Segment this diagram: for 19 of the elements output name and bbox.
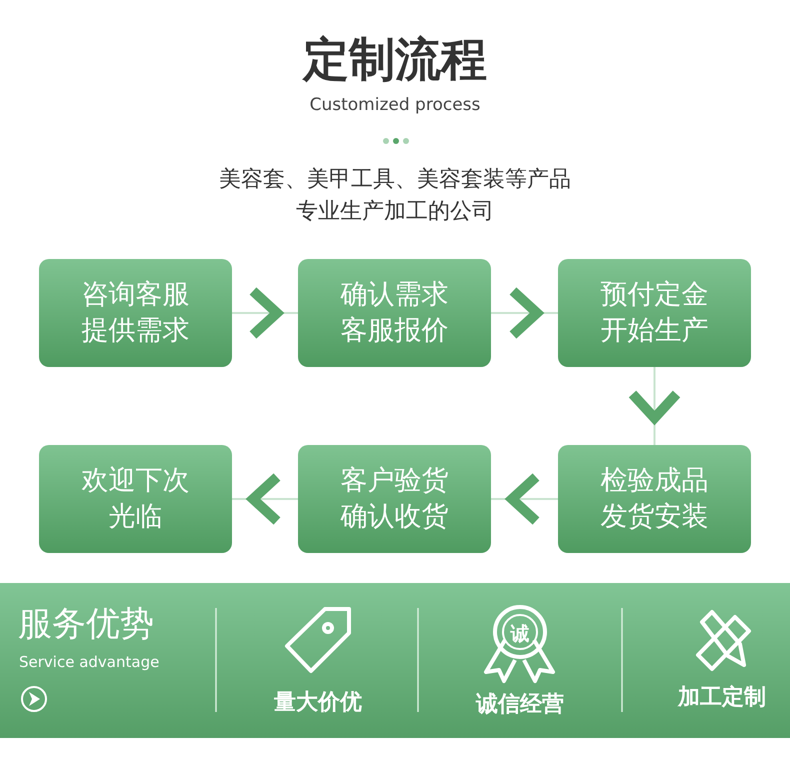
chevron-arrow [491, 472, 558, 526]
chevron-arrow [232, 472, 298, 526]
step-box: 客户验货确认收货 [298, 445, 491, 553]
chevron-arrow [628, 367, 682, 445]
subtitle: Customized process [308, 94, 482, 116]
feature-label: 量大价优 [273, 689, 363, 717]
section-heading: 服务优势 [18, 603, 154, 646]
step-box: 确认需求客服报价 [298, 259, 491, 367]
intro-text: 美容套、美甲工具、美容套装等产品专业生产加工的公司 [218, 166, 572, 226]
section-subheading: Service advantage [19, 652, 160, 672]
step-box: 欢迎下次光临 [39, 445, 232, 553]
step-box: 检验成品发货安装 [558, 445, 751, 553]
feature-label: 加工定制 [676, 684, 767, 712]
step-box: 预付定金开始生产 [558, 259, 751, 367]
feature-label: 诚信经营 [474, 691, 565, 719]
chevron-arrow [232, 286, 298, 340]
page-title: 定制流程 [301, 31, 488, 88]
chevron-arrow [491, 286, 558, 340]
step-box: 咨询客服提供需求 [39, 259, 232, 367]
